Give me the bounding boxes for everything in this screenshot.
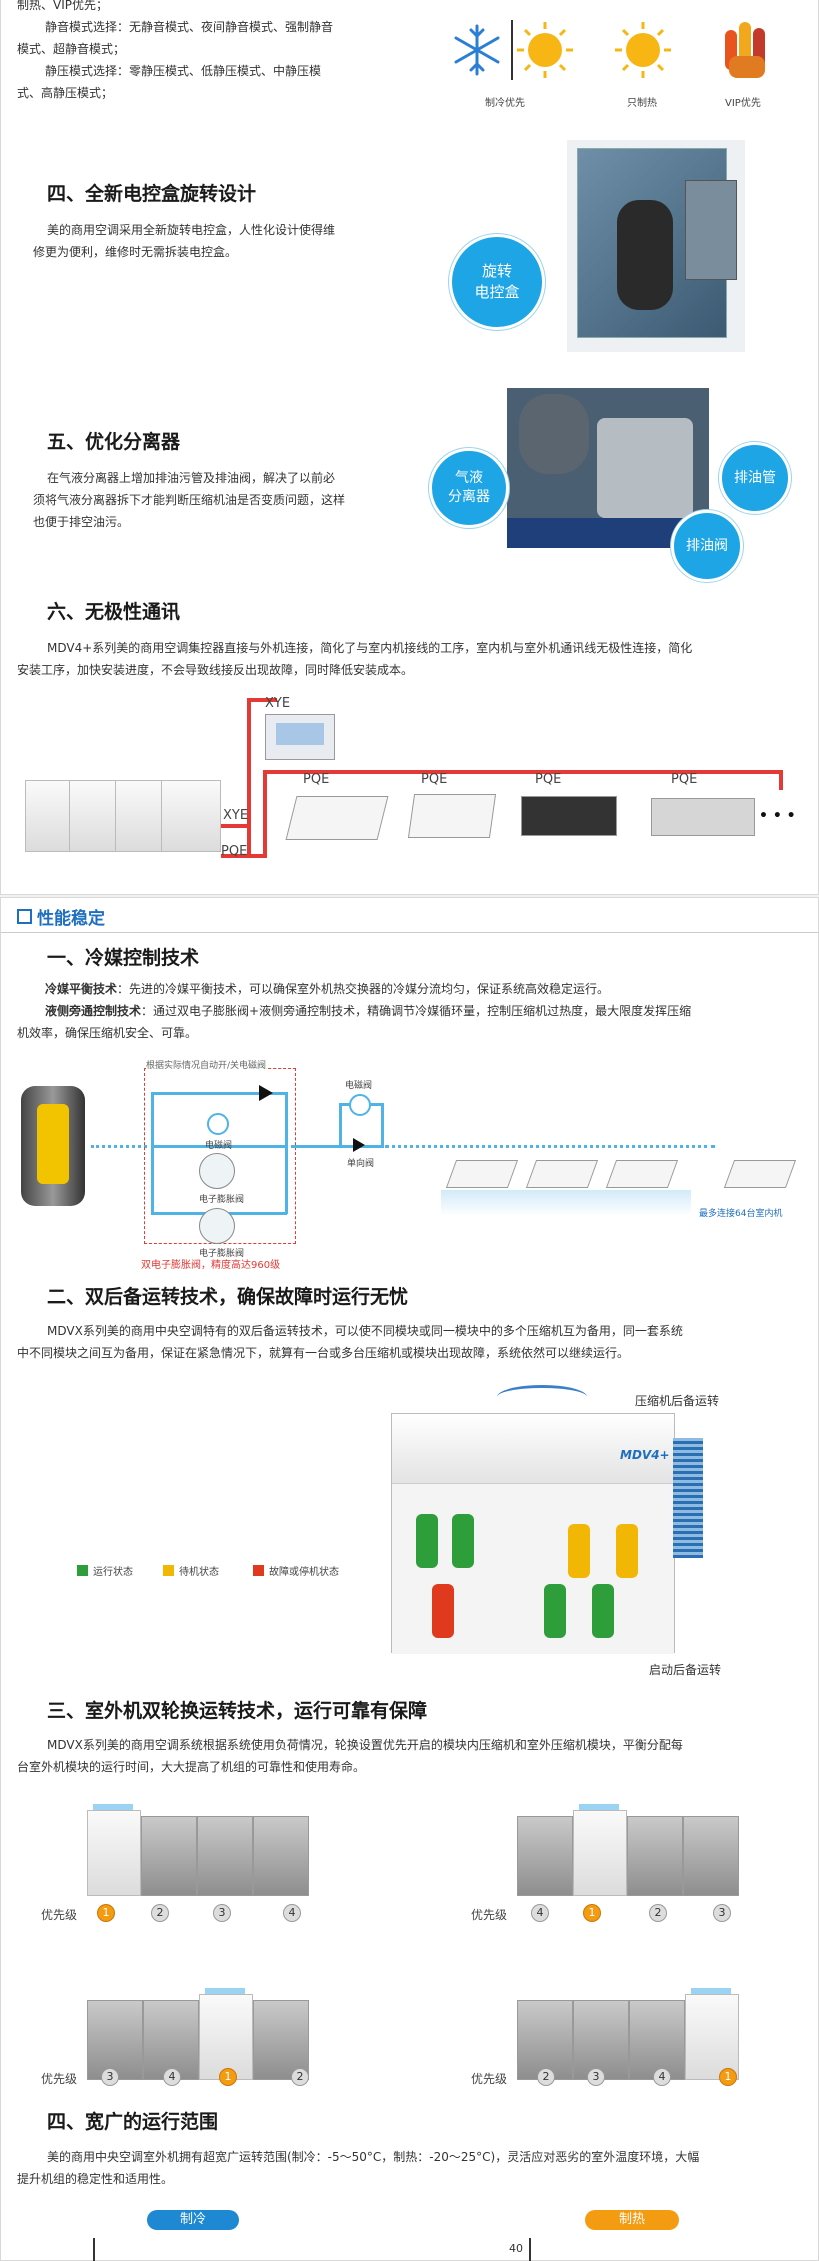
backup-unit-image: MDV4+	[391, 1413, 675, 1654]
cooling-axis	[93, 2238, 95, 2261]
priority-number: 4	[163, 2068, 181, 2086]
section-text: MDVX系列美的商用空调系统根据系统使用负荷情况，轮换设置优先开启的模块内压缩机…	[17, 1738, 683, 1774]
heating-axis	[529, 2238, 531, 2261]
expansion-valve-icon	[199, 1153, 235, 1189]
solenoid-valve-icon	[207, 1113, 229, 1135]
pqe-label: PQE	[421, 772, 448, 787]
control-box-bubble: 旋转电控盒	[449, 234, 545, 330]
separator-bubble: 气液分离器	[429, 448, 509, 528]
axis-tick: 40	[509, 2242, 523, 2255]
indoor-unit	[407, 794, 497, 838]
pqe-label: PQE	[303, 772, 330, 787]
icon-label: VIP优先	[725, 98, 761, 109]
priority-number: 1	[719, 2068, 737, 2086]
section-title: 四、宽广的运行范围	[47, 2111, 219, 2133]
expansion-valve-icon	[199, 1208, 235, 1244]
more-indicator: • • •	[759, 808, 796, 824]
snowflake-icon	[449, 22, 505, 78]
section-title: 四、全新电控盒旋转设计	[47, 183, 257, 205]
oil-valve-bubble: 排油阀	[671, 510, 743, 582]
solenoid-valve-icon	[349, 1094, 371, 1116]
priority-number: 4	[653, 2068, 671, 2086]
legend-swatch	[253, 1565, 264, 1576]
indoor-unit	[285, 796, 389, 840]
sun-icon	[515, 20, 575, 80]
section-text: 美的商用空调采用全新旋转电控盒，人性化设计使得维 修更为便利，维修时无需拆装电控…	[33, 223, 336, 259]
xye-label: XYE	[265, 696, 291, 711]
priority-number: 4	[283, 1904, 301, 1922]
performance-card: 性能稳定 一、冷媒控制技术 冷媒平衡技术：先进的冷媒平衡技术，可以确保室外机热交…	[0, 897, 819, 2261]
priority-number: 3	[713, 1904, 731, 1922]
compressor-image	[21, 1086, 85, 1206]
xye-label: XYE	[223, 808, 249, 823]
priority-number: 1	[583, 1904, 601, 1922]
outdoor-unit-row	[25, 780, 221, 852]
section-title: 三、室外机双轮换运转技术，运行可靠有保障	[47, 1700, 428, 1722]
indoor-unit	[445, 1160, 519, 1188]
indoor-unit	[723, 1160, 797, 1188]
priority-number: 4	[531, 1904, 549, 1922]
priority-number: 2	[291, 2068, 309, 2086]
cooling-label: 制冷	[147, 2210, 239, 2230]
section-text: MDVX系列美的商用中央空调特有的双后备运转技术，可以使不同模块或同一模块中的多…	[17, 1324, 683, 1360]
heating-label: 制热	[585, 2210, 679, 2230]
priority-number: 3	[587, 2068, 605, 2086]
priority-number: 1	[97, 1904, 115, 1922]
section-text: 冷媒平衡技术：先进的冷媒平衡技术，可以确保室外机热交换器的冷媒分流均匀，保证系统…	[17, 982, 692, 1040]
oil-pipe-bubble: 排油管	[719, 442, 791, 514]
diagram-note: 双电子膨胀阀，精度高达960级	[141, 1260, 281, 1271]
diagram-note: 根据实际情况自动开/关电磁阀	[146, 1058, 267, 1071]
priority-number: 2	[649, 1904, 667, 1922]
indoor-unit	[521, 796, 617, 836]
check-valve-icon	[259, 1085, 273, 1101]
feature-card-top: 制热、VIP优先； 静音模式选择：无静音模式、夜间静音模式、强制静音 模式、超静…	[0, 0, 819, 895]
indoor-unit	[605, 1160, 679, 1188]
priority-number: 3	[213, 1904, 231, 1922]
section-title: 六、无极性通讯	[47, 601, 181, 623]
sun-icon	[613, 20, 673, 80]
legend-swatch	[77, 1565, 88, 1576]
control-box-photo	[567, 140, 745, 352]
legend-swatch	[163, 1565, 174, 1576]
pqe-label: PQE	[535, 772, 562, 787]
section-title: 二、双后备运转技术，确保故障时运行无忧	[47, 1286, 409, 1308]
performance-heading: 性能稳定	[37, 909, 105, 929]
icon-divider	[511, 20, 513, 80]
priority-number: 2	[537, 2068, 555, 2086]
pqe-label: PQE	[221, 844, 248, 859]
icon-label: 制冷优先	[485, 98, 525, 109]
diagram-note: 最多连接64台室内机	[699, 1209, 783, 1219]
priority-number: 1	[219, 2068, 237, 2086]
priority-number: 3	[101, 2068, 119, 2086]
pqe-label: PQE	[671, 772, 698, 787]
indoor-unit	[651, 798, 755, 836]
priority-number: 2	[151, 1904, 169, 1922]
controller-device	[265, 714, 335, 760]
section-square-icon	[17, 909, 32, 924]
section-title: 一、冷媒控制技术	[47, 947, 200, 969]
rotation-arrow-icon	[497, 1385, 587, 1409]
icon-label: 只制热	[627, 98, 657, 109]
section-text: MDV4+系列美的商用空调集控器直接与外机连接，简化了与室内机接线的工序，室内机…	[17, 641, 693, 677]
check-valve-icon	[353, 1138, 365, 1152]
indoor-unit	[525, 1160, 599, 1188]
section-text: 美的商用中央空调室外机拥有超宽广运转范围(制冷：-5～50°C，制热：-20～2…	[17, 2150, 700, 2186]
section-title: 五、优化分离器	[47, 431, 181, 453]
section-text: 在气液分离器上增加排油污管及排油阀，解决了以前必 须将气液分离器拆下才能判断压缩…	[33, 471, 346, 529]
separator-photo	[507, 388, 709, 548]
hands-icon	[719, 16, 775, 80]
top-text: 制热、VIP优先； 静音模式选择：无静音模式、夜间静音模式、强制静音 模式、超静…	[17, 0, 334, 100]
